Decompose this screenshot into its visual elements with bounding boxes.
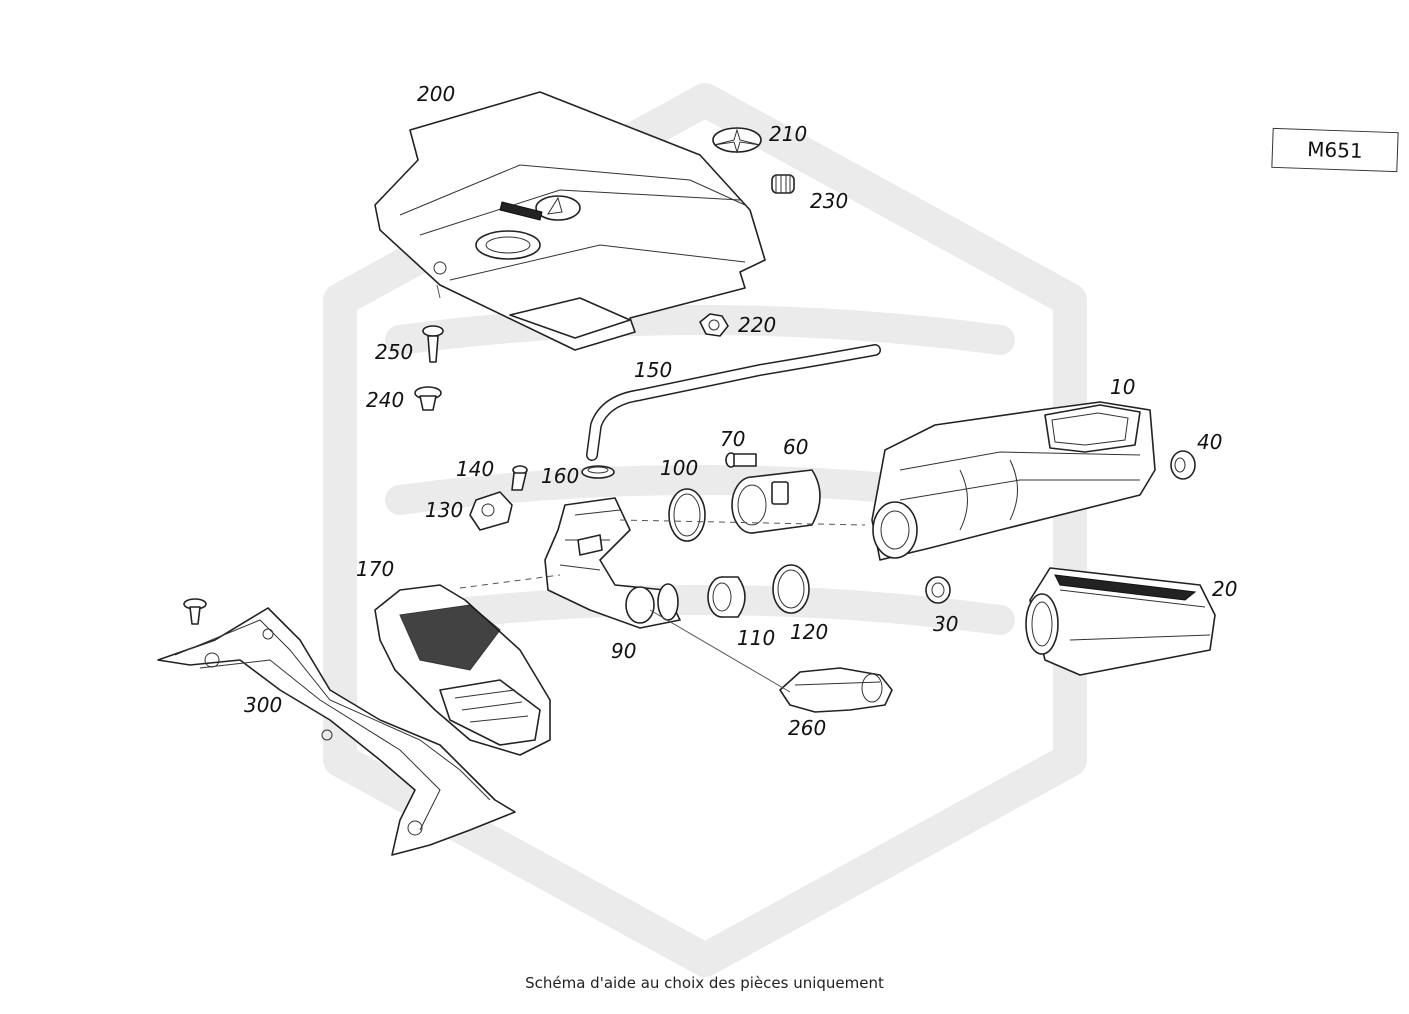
label-260: 260 xyxy=(788,716,826,740)
part-60-air-mass-sensor[interactable] xyxy=(731,469,821,534)
part-230-grommet[interactable] xyxy=(771,174,795,194)
label-100: 100 xyxy=(660,456,698,480)
label-230: 230 xyxy=(810,189,848,213)
label-60: 60 xyxy=(783,435,808,459)
label-90: 90 xyxy=(611,639,636,663)
part-160-clamp[interactable] xyxy=(581,465,615,479)
watermark-logo xyxy=(323,83,1087,977)
part-140-bolt[interactable] xyxy=(511,465,528,491)
label-210: 210 xyxy=(769,122,807,146)
label-20: 20 xyxy=(1212,577,1237,601)
part-10-filter-housing[interactable] xyxy=(871,401,1156,561)
part-240-clip[interactable] xyxy=(414,386,442,411)
label-160: 160 xyxy=(541,464,579,488)
part-100-clamp[interactable] xyxy=(668,488,706,542)
label-30: 30 xyxy=(933,612,958,636)
label-110: 110 xyxy=(737,626,775,650)
label-220: 220 xyxy=(738,313,776,337)
part-210-star-emblem[interactable] xyxy=(712,127,762,154)
label-140: 140 xyxy=(456,457,494,481)
part-90-intake-pipe[interactable] xyxy=(544,497,681,629)
diagram-caption: Schéma d'aide au choix des pièces unique… xyxy=(525,974,884,992)
part-70-screw[interactable] xyxy=(725,452,757,468)
label-150: 150 xyxy=(634,358,672,382)
part-260-hose[interactable] xyxy=(779,667,893,713)
part-110-seal-ring[interactable] xyxy=(707,576,746,618)
part-40-grommet[interactable] xyxy=(1170,450,1196,480)
label-240: 240 xyxy=(366,388,404,412)
label-200: 200 xyxy=(417,82,455,106)
model-code-badge: M651 xyxy=(1271,127,1399,173)
label-170: 170 xyxy=(356,557,394,581)
label-120: 120 xyxy=(790,620,828,644)
part-170-intake-duct[interactable] xyxy=(374,584,551,756)
part-120-clamp[interactable] xyxy=(772,564,810,614)
part-300-clip[interactable] xyxy=(183,598,207,625)
part-130-sensor[interactable] xyxy=(469,491,513,531)
part-300-bracket[interactable] xyxy=(157,607,516,856)
assembly-lines xyxy=(436,284,866,693)
label-70: 70 xyxy=(720,427,745,451)
part-30-grommet[interactable] xyxy=(925,576,951,604)
part-150-hose[interactable] xyxy=(586,344,881,461)
part-labels: 200 210 230 220 250 240 150 10 40 70 60 … xyxy=(244,82,1237,740)
part-250-bolt[interactable] xyxy=(422,325,444,363)
part-200-engine-cover[interactable] xyxy=(374,91,766,351)
label-130: 130 xyxy=(425,498,463,522)
label-250: 250 xyxy=(375,340,413,364)
label-10: 10 xyxy=(1110,375,1135,399)
part-220-nut[interactable] xyxy=(699,313,729,337)
label-300: 300 xyxy=(244,693,282,717)
part-20-filter-element[interactable] xyxy=(1025,567,1216,676)
label-40: 40 xyxy=(1197,430,1222,454)
